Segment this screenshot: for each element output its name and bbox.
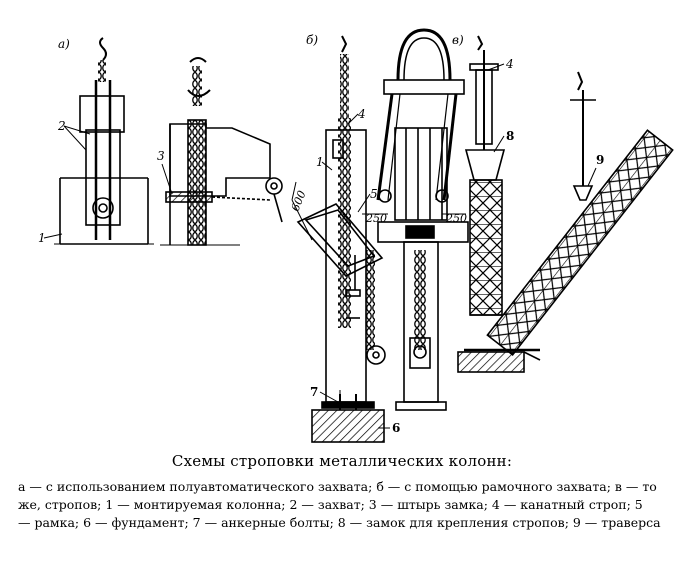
label-v-4: 4 xyxy=(505,57,514,71)
dimension-600: 600 xyxy=(289,189,309,213)
label-b-1: 1 xyxy=(316,155,324,169)
caption-line-3: — рамка; 6 — фундамент; 7 — анкерные бол… xyxy=(18,515,661,530)
label-b-7: 7 xyxy=(310,385,318,399)
label-v-9: 9 xyxy=(596,153,604,167)
panel-a-left-view xyxy=(54,37,154,245)
label-panel-v: в) xyxy=(452,33,464,47)
panel-v-left-view xyxy=(464,35,506,316)
label-panel-b: б) xyxy=(306,33,318,47)
caption-title: Схемы строповки металлических колонн: xyxy=(171,452,513,470)
label-a-1: 1 xyxy=(38,231,46,245)
caption-line-2: же, стропов; 1 — монтируемая колонна; 2 … xyxy=(18,497,643,512)
dimension-250-left: 250 xyxy=(365,212,387,225)
label-v-8: 8 xyxy=(506,129,514,143)
caption-line-1: а — с использованием полуавтоматического… xyxy=(18,479,657,494)
label-b-6: 6 xyxy=(392,421,400,435)
label-panel-a: а) xyxy=(58,37,70,51)
label-a-2: 2 xyxy=(57,119,66,133)
panel-b-left-view xyxy=(291,35,386,443)
panel-a-right-view xyxy=(160,57,283,246)
caption-body: а — с использованием полуавтоматического… xyxy=(18,478,668,532)
label-a-3: 3 xyxy=(157,149,165,163)
label-b-4: 4 xyxy=(357,107,366,121)
dimension-250-right: 250 xyxy=(445,212,467,225)
panel-v-right-view xyxy=(457,71,674,373)
panel-b-right-view xyxy=(376,28,469,411)
label-b-5: 5 xyxy=(370,187,378,201)
